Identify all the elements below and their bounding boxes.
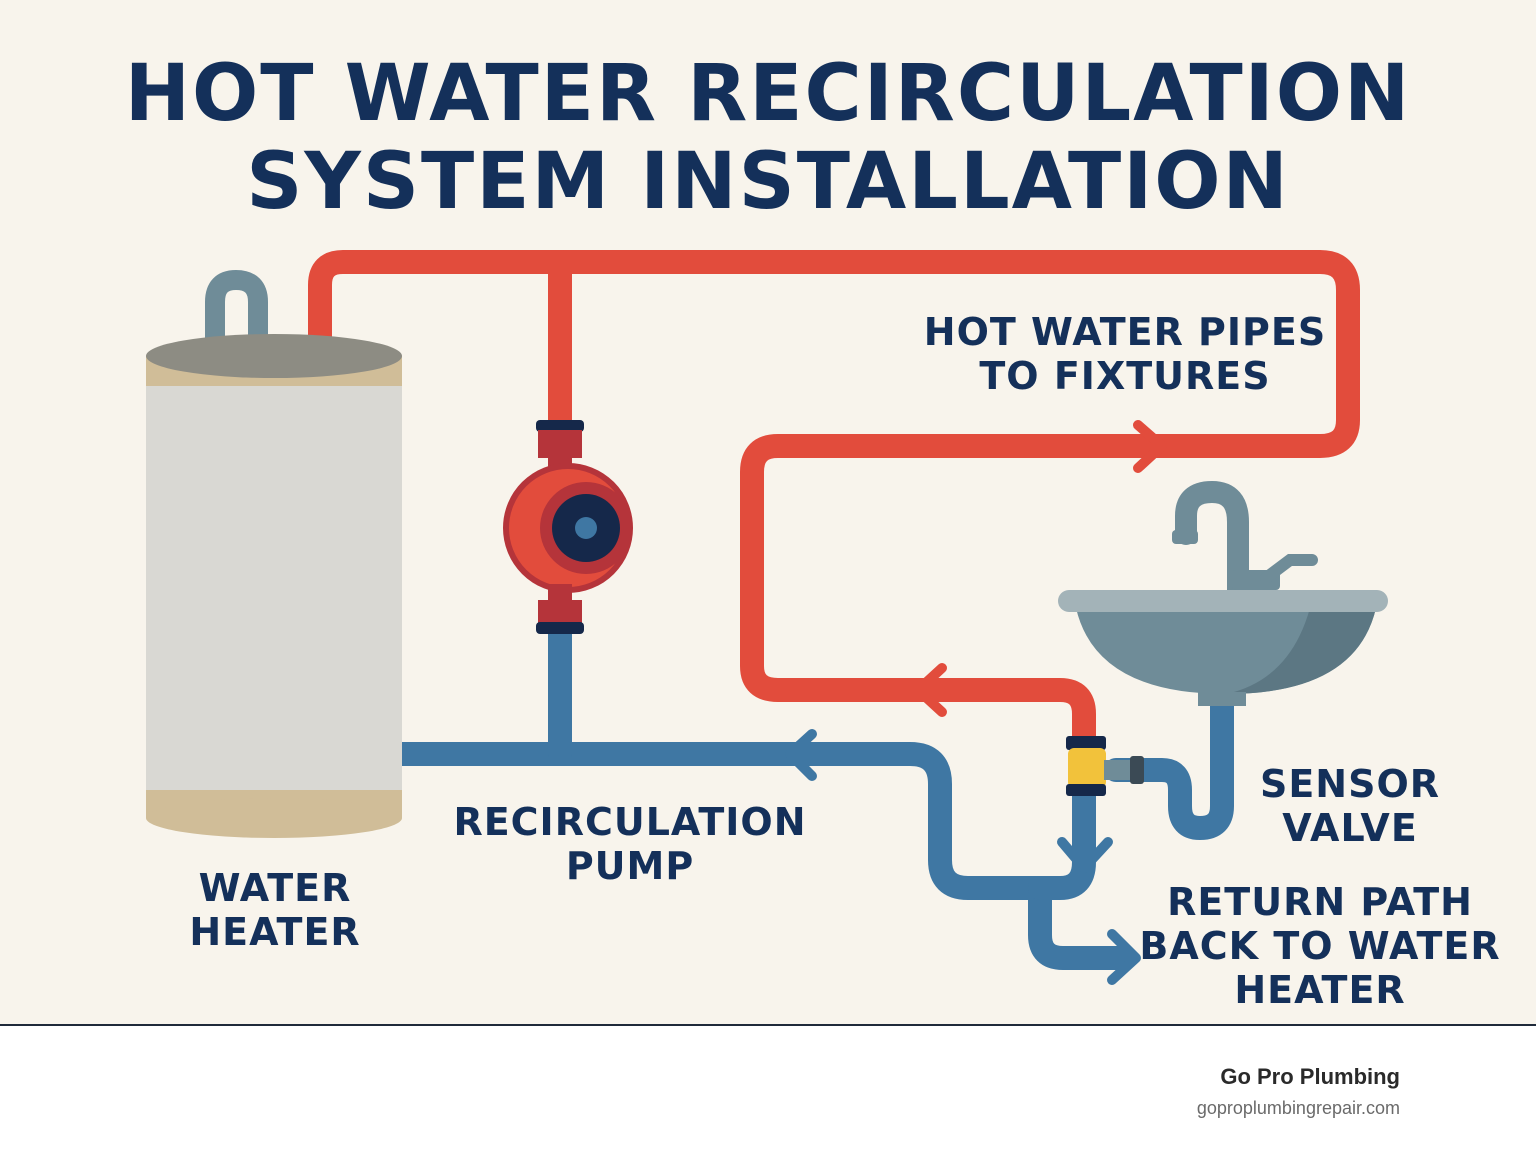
water-heater-icon: [146, 269, 402, 838]
hot-water-pipes-label: HOT WATER PIPES TO FIXTURES: [900, 310, 1350, 398]
recirculation-pump-icon: [503, 420, 633, 634]
label-line: HEATER: [189, 910, 361, 954]
sink-icon: [1058, 480, 1388, 706]
label-line: HEATER: [1234, 968, 1406, 1012]
label-line: RETURN PATH: [1167, 880, 1473, 924]
title-line: SYSTEM INSTALLATION: [246, 137, 1290, 227]
return-arrow-icon: [785, 729, 1141, 985]
title-line: HOT WATER RECIRCULATION: [124, 49, 1412, 139]
page-title: HOT WATER RECIRCULATION SYSTEM INSTALLAT…: [0, 50, 1536, 226]
diagram-canvas: HOT WATER RECIRCULATION SYSTEM INSTALLAT…: [0, 0, 1536, 1024]
sensor-valve-icon: [1066, 736, 1144, 796]
label-line: WATER: [198, 866, 352, 910]
label-line: RECIRCULATION: [453, 800, 807, 844]
label-line: SENSOR: [1259, 762, 1441, 806]
sensor-valve-label: SENSOR VALVE: [1240, 762, 1460, 850]
recirculation-pump-label: RECIRCULATION PUMP: [440, 800, 820, 888]
label-line: HOT WATER PIPES: [923, 310, 1327, 354]
hot-water-pipe: [308, 250, 1360, 752]
label-line: BACK TO WATER: [1139, 924, 1501, 968]
flow-arrow-icon: [913, 420, 1167, 717]
water-heater-label: WATER HEATER: [160, 866, 390, 954]
label-line: TO FIXTURES: [979, 354, 1271, 398]
label-line: VALVE: [1282, 806, 1418, 850]
label-line: PUMP: [565, 844, 695, 888]
footer-divider: [0, 1024, 1536, 1026]
plumbing-diagram: [146, 250, 1388, 985]
footer-url[interactable]: goproplumbingrepair.com: [1196, 1098, 1400, 1118]
return-path-label: RETURN PATH BACK TO WATER HEATER: [1120, 880, 1520, 1012]
footer-brand: Go Pro Plumbing: [1220, 1064, 1400, 1089]
